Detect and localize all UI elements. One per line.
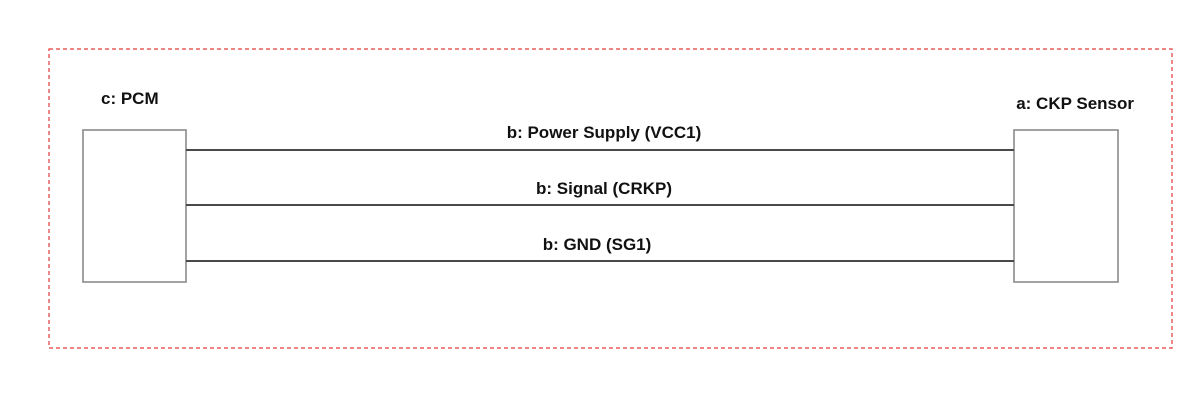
pcm-label: c: PCM [101,89,159,108]
circuit-boundary [48,48,1173,349]
wire-ground-label: b: GND (SG1) [543,235,652,254]
ckp-sensor-label: a: CKP Sensor [1016,94,1134,113]
ckp-sensor-box [1013,129,1119,283]
wire-power-supply-label: b: Power Supply (VCC1) [507,123,702,142]
wire-signal-label: b: Signal (CRKP) [536,179,672,198]
pcm-box [82,129,187,283]
